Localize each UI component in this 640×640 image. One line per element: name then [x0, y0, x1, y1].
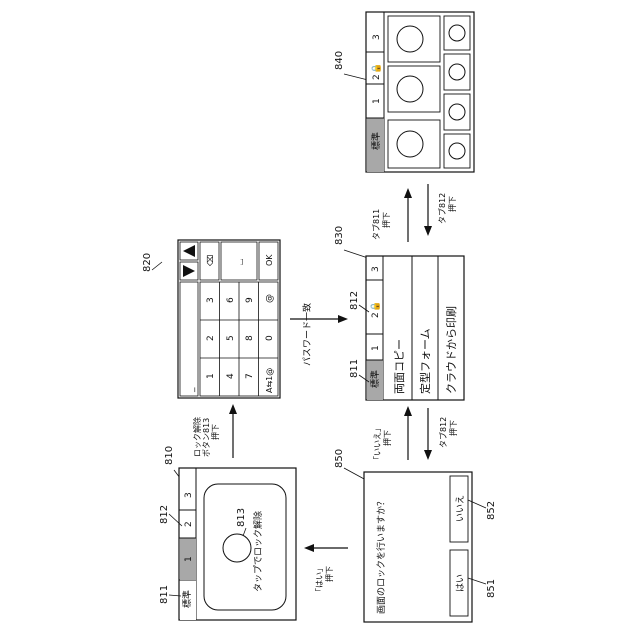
- tab-label-1: 1: [184, 556, 194, 562]
- svg-text:タブ812: タブ812: [438, 417, 448, 448]
- key-2[interactable]: 2: [206, 335, 216, 341]
- key-5[interactable]: 5: [226, 335, 236, 341]
- ref-820: 820: [142, 253, 153, 272]
- tab-label-2: 2: [184, 521, 194, 527]
- ref-850: 850: [334, 449, 345, 468]
- svg-text:押下: 押下: [447, 196, 457, 212]
- ref-812: 812: [159, 505, 170, 524]
- svg-text:タブ812: タブ812: [437, 193, 447, 224]
- tab-label-3: 3: [184, 492, 194, 498]
- svg-text:押下: 押下: [210, 424, 220, 440]
- tab-2-locked[interactable]: 2🔒: [371, 63, 382, 80]
- password-input[interactable]: [180, 282, 198, 396]
- arrow-810-to-820: ロック解除 ボタン813 押下: [192, 404, 237, 458]
- tab-label-standard: 標準: [181, 590, 193, 608]
- svg-text:標準: 標準: [369, 370, 381, 388]
- tab-2-locked[interactable]: 2🔒: [370, 301, 381, 318]
- list-item[interactable]: 両面コピー: [393, 339, 406, 394]
- svg-text:「いいえ」: 「いいえ」: [373, 424, 382, 464]
- screen-820: 820 _ ⌫ ⌴ OK 1 2 3: [142, 240, 280, 398]
- ref-812: 812: [349, 291, 360, 310]
- large-tiles: [388, 16, 440, 168]
- svg-text:ボタン813: ボタン813: [202, 418, 211, 457]
- screen-830: 830 標準 1 2🔒 3 両面コピー 定型フォーム クラウドから印刷 811 …: [334, 226, 464, 400]
- ref-813: 813: [236, 508, 247, 527]
- ref-851: 851: [486, 579, 497, 598]
- key-7[interactable]: 7: [245, 373, 255, 379]
- arrows-830-840: タブ811 押下 タブ812 押下: [371, 184, 457, 242]
- list-item[interactable]: 定型フォーム: [418, 328, 432, 394]
- svg-text:押下: 押下: [324, 566, 334, 582]
- svg-text:「はい」: 「はい」: [315, 564, 324, 596]
- svg-text:標準: 標準: [370, 132, 382, 150]
- key-1[interactable]: 1: [206, 373, 216, 379]
- svg-text:3: 3: [372, 34, 382, 40]
- ref-830: 830: [334, 226, 345, 245]
- svg-text:押下: 押下: [382, 430, 392, 446]
- ok-label: OK: [265, 254, 274, 266]
- unlock-button-813[interactable]: [223, 534, 251, 562]
- svg-text:1: 1: [372, 98, 382, 104]
- screen-810: 810 標準 1 2 3 タップでロック解除 813 811 812: [159, 446, 296, 620]
- svg-text:押下: 押下: [381, 212, 391, 228]
- svg-text:1: 1: [371, 345, 381, 351]
- key-6[interactable]: 6: [226, 297, 236, 303]
- screen-840: 840 標準 1 2🔒 3: [334, 12, 474, 172]
- svg-text:タブ811: タブ811: [371, 209, 381, 240]
- key-4[interactable]: 4: [226, 373, 236, 379]
- key-9[interactable]: 9: [245, 297, 255, 303]
- ref-852: 852: [486, 501, 497, 520]
- list-item[interactable]: クラウドから印刷: [445, 306, 458, 394]
- arrows-830-850: 「いいえ」 押下 タブ812 押下: [373, 406, 458, 464]
- key-mode[interactable]: A⇆1@: [265, 368, 274, 393]
- svg-text:いいえ: いいえ: [455, 495, 466, 522]
- key-8[interactable]: 8: [245, 335, 255, 341]
- ref-810: 810: [164, 446, 175, 465]
- ref-811: 811: [349, 359, 360, 378]
- svg-text:はい: はい: [455, 574, 466, 592]
- ref-811: 811: [159, 585, 170, 604]
- screen-850: 850 画面のロックを行いますか？ はい いいえ 851 852: [334, 449, 497, 622]
- svg-text:押下: 押下: [448, 420, 458, 436]
- arrow-820-to-830: パスワード一致: [290, 303, 348, 366]
- svg-text:ロック解除: ロック解除: [192, 417, 202, 457]
- key-0[interactable]: 0: [265, 335, 275, 341]
- svg-text:パスワード一致: パスワード一致: [301, 303, 313, 366]
- svg-text:3: 3: [371, 266, 381, 272]
- dialog-question: 画面のロックを行いますか？: [375, 497, 387, 614]
- svg-text:_: _: [186, 387, 196, 393]
- space-icon: ⌴: [236, 259, 245, 265]
- arrow-850-to-810: 「はい」 押下: [304, 544, 348, 596]
- backspace-icon: ⌫: [206, 255, 215, 266]
- key-at[interactable]: @: [265, 294, 275, 303]
- unlock-label: タップでロック解除: [252, 511, 264, 592]
- key-3[interactable]: 3: [206, 297, 216, 303]
- ref-840: 840: [334, 51, 345, 70]
